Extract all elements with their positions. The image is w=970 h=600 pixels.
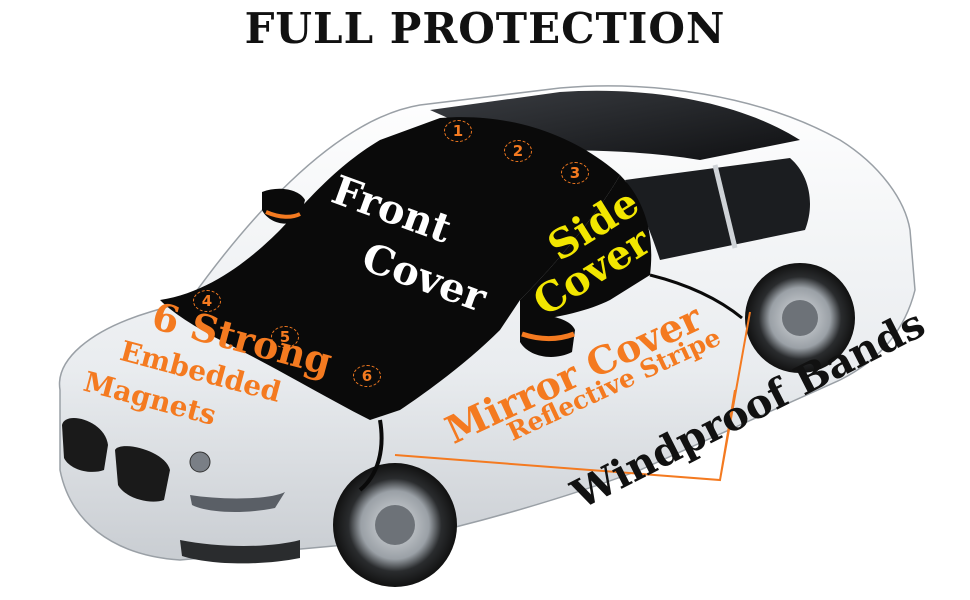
magnet-marker-4: 4 <box>193 290 221 312</box>
side-cover-sheet <box>520 175 652 322</box>
magnet-marker-6: 6 <box>353 365 381 387</box>
kidney-grille <box>62 417 108 472</box>
headlight <box>190 492 285 512</box>
pointer-lines <box>394 311 751 482</box>
magnet-marker-1: 1 <box>444 120 472 142</box>
windproof-band <box>358 419 384 492</box>
side-windows <box>625 158 810 260</box>
magnet-marker-2: 2 <box>504 140 532 162</box>
magnet-marker-3: 3 <box>561 162 589 184</box>
magnet-marker-5: 5 <box>271 326 299 348</box>
page-title: FULL PROTECTION <box>244 4 726 53</box>
